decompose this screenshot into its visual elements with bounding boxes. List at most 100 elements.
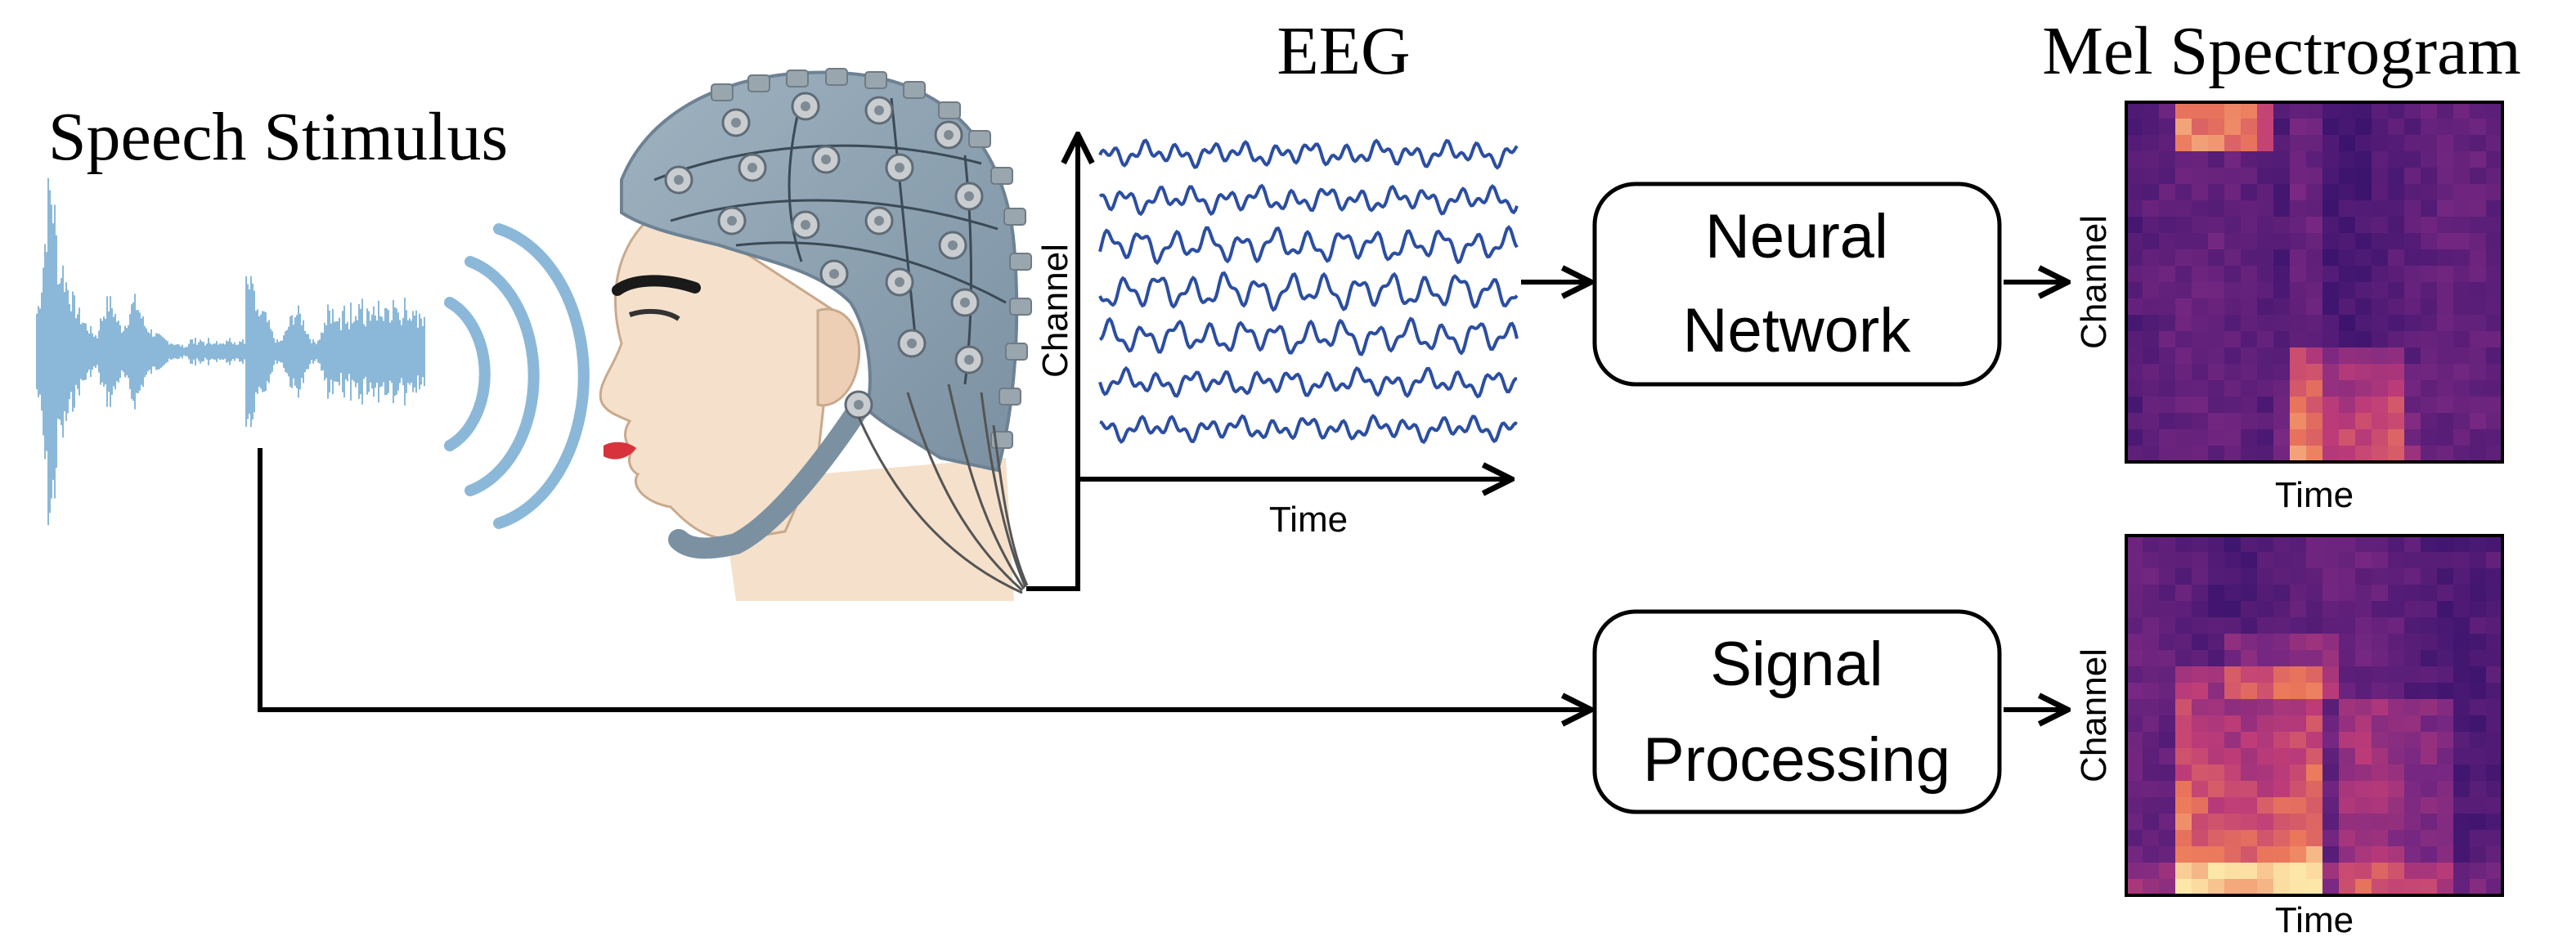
spectrogram-cell — [2339, 397, 2356, 414]
cable-to-eeg-line — [1026, 478, 1080, 591]
spectrogram-cell — [2273, 715, 2291, 733]
spectrogram-cell — [2257, 634, 2274, 651]
spectrogram-cell — [2126, 200, 2143, 217]
spectrogram-cell — [2339, 797, 2356, 814]
spectrogram-cell — [2372, 413, 2389, 430]
spectrogram-cell — [2241, 364, 2258, 381]
spectrogram-cell — [2192, 102, 2209, 119]
spectrogram-cell — [2355, 715, 2372, 733]
spectrogram-cell — [2143, 298, 2160, 316]
spectrogram-cell — [2126, 634, 2143, 651]
spectrogram-cell — [2437, 781, 2454, 798]
spectrogram-cell — [2372, 634, 2389, 651]
spectrogram-cell — [2290, 119, 2307, 136]
spectrogram-cell — [2208, 151, 2225, 168]
spectrogram-cell — [2224, 380, 2242, 397]
spectrogram-cell — [2421, 863, 2438, 880]
spectrogram-cell — [2159, 413, 2176, 430]
spectrogram-cell — [2143, 552, 2160, 569]
spectrogram-cell — [2339, 764, 2356, 782]
spectrogram-cell — [2372, 184, 2389, 201]
spectrogram-cell — [2208, 397, 2225, 414]
spectrogram-cell — [2159, 814, 2176, 831]
spectrogram-cell — [2437, 552, 2454, 569]
spectrogram-cell — [2273, 552, 2291, 569]
spectrogram-cell — [2421, 200, 2438, 217]
spectrogram-cell — [2306, 585, 2323, 602]
spectrogram-cell — [2470, 397, 2487, 414]
spectrogram-cell — [2339, 814, 2356, 831]
spectrogram-cell — [2290, 846, 2307, 863]
spectrogram-cell — [2453, 397, 2471, 414]
spectrogram-cell — [2257, 446, 2274, 463]
spectrogram-cell — [2404, 217, 2421, 234]
spectrogram-cell — [2159, 135, 2176, 152]
spectrogram-cell — [2224, 298, 2242, 316]
spectrogram-cell — [2126, 863, 2143, 880]
spectrogram-cell — [2192, 568, 2209, 585]
spectrogram-cell — [2208, 135, 2225, 152]
spectrogram-cell — [2241, 331, 2258, 348]
spectrogram-cell — [2257, 732, 2274, 749]
spectrogram-cell — [2421, 732, 2438, 749]
spectrogram-cell — [2273, 814, 2291, 831]
spectrogram-cell — [2126, 846, 2143, 863]
spectrogram-cell — [2388, 764, 2405, 782]
spectrogram-cell — [2290, 879, 2307, 896]
spectrogram-cell — [2339, 135, 2356, 152]
spectrogram-cell — [2372, 650, 2389, 667]
spectrogram-cell — [2257, 315, 2274, 332]
spectrogram-cell — [2355, 846, 2372, 863]
spectrogram-cell — [2486, 536, 2503, 553]
spectrogram-cell — [2273, 650, 2291, 667]
spectrogram-cell — [2388, 552, 2405, 569]
spectrogram-cell — [2355, 617, 2372, 634]
spectrogram-cell — [2470, 585, 2487, 602]
spectrogram-cell — [2273, 347, 2291, 365]
spectrogram-cell — [2241, 102, 2258, 119]
spectrogram-cell — [2241, 413, 2258, 430]
spectrogram-cell — [2486, 135, 2503, 152]
spectrogram-cell — [2453, 413, 2471, 430]
spectrogram-cell — [2437, 397, 2454, 414]
spectrogram-cell — [2306, 732, 2323, 749]
spectrogram-cell — [2143, 814, 2160, 831]
spectrogram-cell — [2388, 168, 2405, 185]
spectrogram-cell — [2175, 429, 2192, 446]
spectrogram-cell — [2208, 715, 2225, 733]
spectrogram-cell — [2404, 666, 2421, 684]
spectrogram-cell — [2437, 536, 2454, 553]
spectrogram-cell — [2421, 315, 2438, 332]
spectrogram-cell — [2372, 879, 2389, 896]
spectrogram-cell — [2388, 585, 2405, 602]
spectrogram-cell — [2192, 347, 2209, 365]
spectrogram-cell — [2290, 830, 2307, 847]
spectrogram-cell — [2421, 781, 2438, 798]
spectrogram-cell — [2290, 764, 2307, 782]
spectrogram-cell — [2437, 699, 2454, 716]
spectrogram-cell — [2208, 568, 2225, 585]
spectrogram-cell — [2404, 298, 2421, 316]
spectrogram-cell — [2486, 699, 2503, 716]
spectrogram-cell — [2257, 863, 2274, 880]
spectrogram-cell — [2241, 879, 2258, 896]
spectrogram-cell — [2388, 863, 2405, 880]
spectrogram-cell — [2372, 715, 2389, 733]
spectrogram-cell — [2126, 282, 2143, 299]
spectrogram-cell — [2437, 119, 2454, 136]
spectrogram-cell — [2306, 879, 2323, 896]
spectrogram-cell — [2322, 634, 2340, 651]
spectrogram-cell — [2322, 135, 2340, 152]
spectrogram-cell — [2404, 184, 2421, 201]
spectrogram-cell — [2437, 617, 2454, 634]
spectrogram-cell — [2453, 863, 2471, 880]
spectrogram-cell — [2486, 617, 2503, 634]
spectrogram-cell — [2388, 102, 2405, 119]
spectrogram-cell — [2388, 617, 2405, 634]
spectrogram-cell — [2159, 536, 2176, 553]
spectrogram-cell — [2143, 879, 2160, 896]
spectrogram-cell — [2437, 429, 2454, 446]
spectrogram-cell — [2208, 830, 2225, 847]
spectrogram-cell — [2372, 846, 2389, 863]
spectrogram-cell — [2224, 102, 2242, 119]
